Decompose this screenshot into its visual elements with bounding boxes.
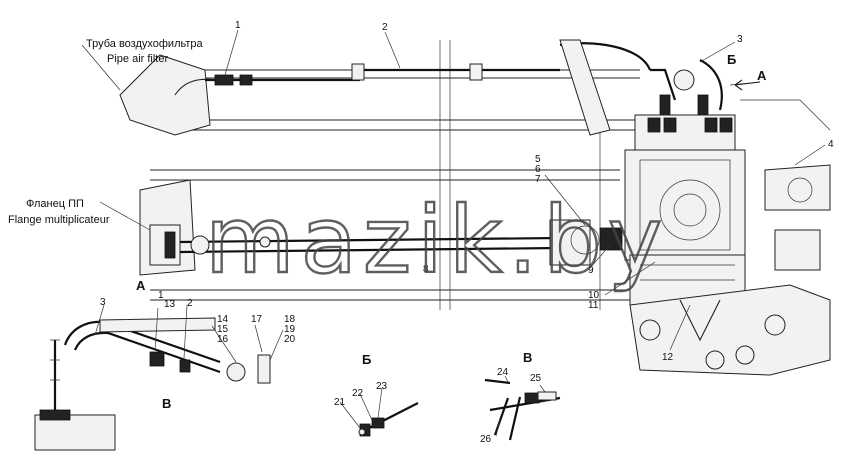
drive-shaft — [149, 219, 623, 266]
flange-label-ru: Фланец ПП — [26, 198, 84, 210]
detail-v-callout-26: 26 — [480, 434, 492, 445]
callout-11: 11 — [588, 300, 599, 311]
callout-4: 4 — [828, 139, 834, 150]
detail-v-view-label: В — [523, 350, 532, 365]
callout-9: 9 — [588, 265, 594, 276]
detail-a-callout-13: 13 — [164, 299, 176, 310]
watermark-text: mazik.by — [205, 187, 668, 294]
detail-a-callout-16: 16 — [217, 334, 229, 345]
detail-b-callout-21: 21 — [334, 397, 346, 408]
flange-label-en: Flange multiplicateur — [8, 214, 110, 226]
air-filter-leader — [81, 44, 121, 91]
callout-5: 5 — [535, 154, 541, 165]
detail-b-callout-22: 22 — [352, 388, 364, 399]
view-b-marker: Б — [727, 52, 736, 67]
detail-a-callout-17: 17 — [251, 314, 263, 325]
detail-a-callout-2: 2 — [187, 298, 193, 309]
hose-3 — [650, 59, 723, 118]
detail-b — [339, 387, 419, 437]
hose-1 — [205, 74, 360, 86]
callout-leaders — [99, 29, 826, 351]
callout-8: 8 — [423, 264, 429, 275]
detail-a-leaders — [94, 304, 284, 363]
compressor — [624, 114, 746, 306]
air-filter-label-ru: Труба воздухофильтра — [86, 38, 204, 50]
callout-7: 7 — [535, 174, 541, 185]
callout-3: 3 — [737, 34, 743, 45]
callout-12: 12 — [662, 352, 674, 363]
detail-a — [34, 317, 271, 451]
hose-2 — [351, 39, 652, 136]
detail-a-callout-18: 18 — [284, 314, 296, 325]
detail-a-callout-15: 15 — [217, 324, 229, 335]
detail-b-view-label: Б — [362, 352, 371, 367]
detail-a-callout-1: 1 — [158, 290, 164, 301]
detail-b-callout-23: 23 — [376, 381, 388, 392]
detail-a-callout-14: 14 — [217, 314, 229, 325]
view-a-marker: А — [136, 278, 146, 293]
callout-6: 6 — [535, 164, 541, 175]
detail-a-view-label: В — [162, 396, 171, 411]
view-a-arrow-label: А — [757, 68, 767, 83]
callout-10: 10 — [588, 290, 600, 301]
detail-v-callout-25: 25 — [530, 373, 542, 384]
detail-a-callout-20: 20 — [284, 334, 296, 345]
air-filter-label-en: Pipe air filter — [107, 53, 168, 65]
mounting-bracket — [629, 284, 831, 376]
view-a-arrow-icon — [734, 79, 761, 91]
right-coupling — [740, 99, 831, 271]
detail-a-callout-3: 3 — [100, 297, 106, 308]
detail-v-callout-24: 24 — [497, 367, 509, 378]
callout-1: 1 — [235, 20, 241, 31]
detail-v — [484, 375, 561, 441]
detail-a-callout-19: 19 — [284, 324, 296, 335]
callout-2: 2 — [382, 22, 388, 33]
